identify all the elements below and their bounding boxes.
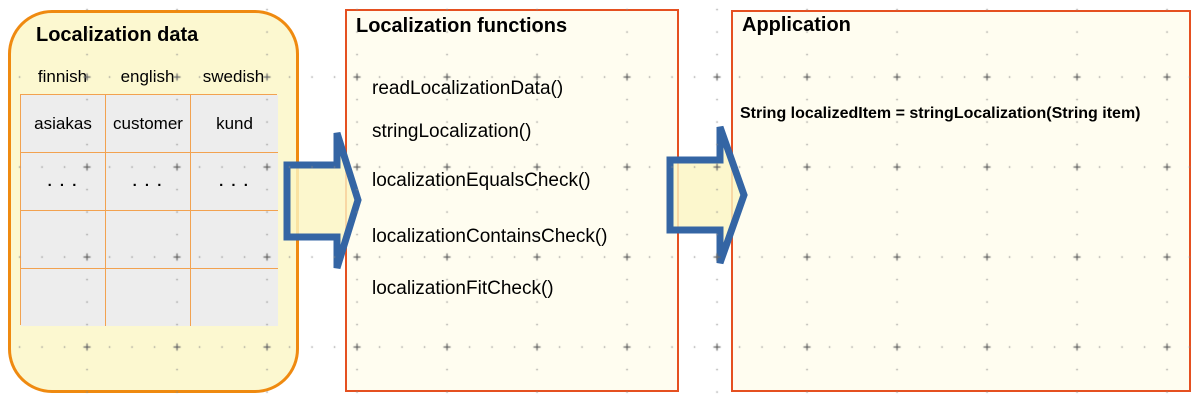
function-item: stringLocalization(): [372, 121, 532, 142]
code-statement: String localizedItem = stringLocalizatio…: [740, 105, 1141, 122]
table-cell: [106, 269, 191, 326]
function-item: localizationFitCheck(): [372, 278, 554, 299]
application-title: Application: [742, 14, 851, 36]
flow-arrow-functions-to-application: [666, 125, 748, 265]
application-box: [731, 10, 1191, 392]
table-cell: asiakas: [21, 95, 106, 153]
function-item: readLocalizationData(): [372, 78, 564, 99]
flow-arrow-data-to-functions: [283, 131, 362, 270]
function-item: localizationContainsCheck(): [372, 226, 608, 247]
localization-functions-title: Localization functions: [356, 15, 568, 37]
table-cell: [21, 211, 106, 269]
table-cell: . . .: [106, 153, 191, 211]
function-item: localizationEqualsCheck(): [372, 170, 591, 191]
table-cell: [191, 269, 278, 326]
column-header-swedish: swedish: [202, 67, 265, 86]
table-cell: customer: [106, 95, 191, 153]
table-cell: . . .: [21, 153, 106, 211]
localization-functions-box: [345, 9, 679, 392]
column-header-finnish: finnish: [37, 67, 88, 86]
block-arrow-icon: [283, 131, 362, 270]
column-header-english: english: [120, 67, 175, 86]
localization-data-title: Localization data: [36, 24, 199, 46]
table-cell: . . .: [191, 153, 278, 211]
table-cell: [21, 269, 106, 326]
table-cell: [106, 211, 191, 269]
table-cell: [191, 211, 278, 269]
localization-table: asiakas customer kund . . . . . . . . .: [20, 94, 278, 326]
block-arrow-icon: [666, 125, 748, 265]
table-cell: kund: [191, 95, 278, 153]
